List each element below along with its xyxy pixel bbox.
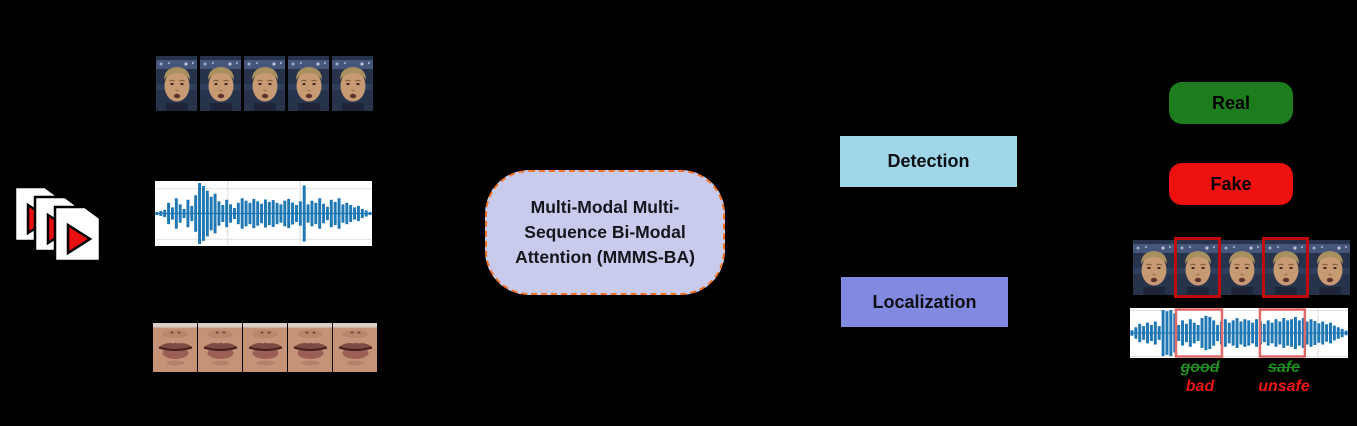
lip-frame-image: [243, 323, 287, 372]
lip-frame-image: [153, 323, 197, 372]
face-frame-image: [332, 56, 373, 111]
input-lip-frames-row: [153, 323, 377, 372]
frame: [1133, 240, 1174, 295]
video-file-stack-svg: [13, 185, 102, 263]
word-substitution-2: safe unsafe: [1258, 358, 1310, 396]
face-frame-image: [1221, 240, 1262, 295]
face-frame-image: [1309, 240, 1350, 295]
frame: [288, 323, 332, 372]
frame: [288, 56, 329, 111]
detection-label: Detection: [887, 151, 970, 171]
face-frame-image: [1133, 240, 1174, 295]
lip-frame-image: [198, 323, 242, 372]
frame: [243, 323, 287, 372]
mmms-ba-label: Multi-Modal Multi-Sequence Bi-Modal Atte…: [515, 197, 695, 267]
frame: [156, 56, 197, 111]
frame: [153, 323, 197, 372]
fake-label: Fake: [1210, 173, 1252, 194]
real-result-pill: Real: [1169, 82, 1293, 124]
face-frame-image: [1177, 240, 1218, 295]
localized-audio-waveform: [1130, 308, 1348, 358]
input-face-frames-row: [156, 56, 373, 111]
face-frame-image: [244, 56, 285, 111]
original-word-2: safe: [1267, 359, 1301, 376]
video-file-icon: [53, 205, 102, 263]
video-file-stack-icon: [13, 185, 102, 268]
lip-frame-image: [288, 323, 332, 372]
localization-label: Localization: [872, 291, 977, 312]
frame: [244, 56, 285, 111]
localization-box: Localization: [841, 277, 1008, 327]
frame: [1221, 240, 1262, 295]
face-frame-image: [200, 56, 241, 111]
frame: [1309, 240, 1350, 295]
frame: [332, 56, 373, 111]
original-word-1: good: [1180, 359, 1220, 376]
frame: [198, 323, 242, 372]
real-label: Real: [1211, 92, 1251, 113]
face-frame-image: [1265, 240, 1306, 295]
fake-result-pill: Fake: [1169, 163, 1293, 205]
flagged-audio-segment-box: [1258, 308, 1307, 358]
substituted-word-2: unsafe: [1258, 378, 1310, 395]
flagged-fake-frame: [1262, 237, 1309, 298]
play-triangle-icon: [66, 222, 93, 256]
flagged-fake-frame: [1174, 237, 1221, 298]
input-audio-waveform: [155, 181, 372, 246]
input-waveform-svg: [155, 181, 372, 246]
substituted-word-1: bad: [1185, 378, 1215, 395]
flagged-audio-segment-box: [1174, 308, 1224, 358]
frame: [333, 323, 377, 372]
mmms-ba-module: Multi-Modal Multi-Sequence Bi-Modal Atte…: [485, 170, 725, 295]
lip-frame-image: [333, 323, 377, 372]
word-substitution-1: good bad: [1180, 358, 1219, 396]
localized-waveform-svg: [1130, 308, 1348, 358]
detection-box: Detection: [840, 136, 1017, 187]
localized-face-frames-row: [1133, 237, 1350, 298]
frame: [200, 56, 241, 111]
face-frame-image: [156, 56, 197, 111]
face-frame-image: [288, 56, 329, 111]
